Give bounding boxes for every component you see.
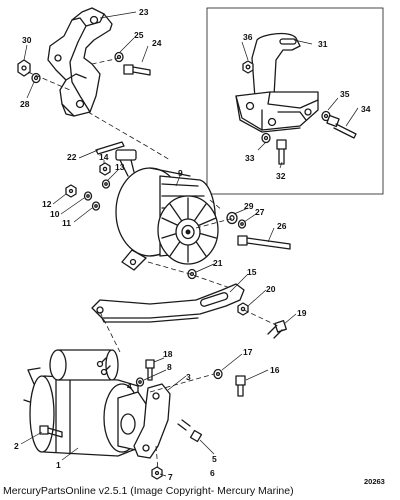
callout-27: 27 <box>255 207 265 217</box>
callout-10: 10 <box>50 209 60 219</box>
bracket-hardware <box>17 51 151 84</box>
callout-23: 23 <box>139 7 149 17</box>
adjusting-bracket <box>91 283 245 323</box>
art-number: 20263 <box>364 477 385 486</box>
callout-8: 8 <box>167 362 172 372</box>
callout-25: 25 <box>134 30 144 40</box>
callout-28: 28 <box>20 99 30 109</box>
inset-bracket <box>235 32 319 133</box>
callout-13: 13 <box>115 162 125 172</box>
callout-34: 34 <box>361 104 371 114</box>
callout-24: 24 <box>152 38 162 48</box>
callout-20: 20 <box>266 284 276 294</box>
callout-33: 33 <box>245 153 255 163</box>
callout-11: 11 <box>62 218 71 228</box>
callout-1: 1 <box>56 460 61 470</box>
callout-14: 14 <box>99 152 109 162</box>
callout-22: 22 <box>67 152 77 162</box>
callout-15: 15 <box>247 267 257 277</box>
inset-box <box>206 7 384 195</box>
starter-bracket <box>133 383 171 459</box>
callout-6: 6 <box>210 468 215 478</box>
callout-19: 19 <box>297 308 307 318</box>
callout-26: 26 <box>277 221 287 231</box>
callout-29: 29 <box>244 201 254 211</box>
alternator-hardware <box>65 141 291 280</box>
callout-12: 12 <box>42 199 52 209</box>
starter-hardware <box>39 359 246 480</box>
callout-labels: 23 30 25 24 28 36 31 35 34 33 32 22 14 1… <box>14 7 371 482</box>
callout-16: 16 <box>270 365 280 375</box>
leader-lines <box>20 11 359 477</box>
callout-36: 36 <box>243 32 253 42</box>
starter-motor <box>23 349 147 457</box>
fan-blades <box>161 197 217 263</box>
callout-31: 31 <box>318 39 328 49</box>
mounting-bracket <box>47 7 113 117</box>
callout-9: 9 <box>178 168 183 178</box>
callout-30: 30 <box>22 35 32 45</box>
callout-35: 35 <box>340 89 350 99</box>
callout-2: 2 <box>14 441 19 451</box>
callout-32: 32 <box>276 171 286 181</box>
copyright-caption: MercuryPartsOnline v2.5.1 (Image Copyrig… <box>3 485 294 497</box>
callout-5: 5 <box>212 454 217 464</box>
callout-7: 7 <box>168 472 173 482</box>
alternator <box>115 149 219 271</box>
callout-4: 4 <box>127 381 132 391</box>
callout-17: 17 <box>243 347 253 357</box>
inset-hardware <box>242 60 357 165</box>
callout-18: 18 <box>163 349 173 359</box>
callout-3: 3 <box>186 372 191 382</box>
callout-21: 21 <box>213 258 223 268</box>
